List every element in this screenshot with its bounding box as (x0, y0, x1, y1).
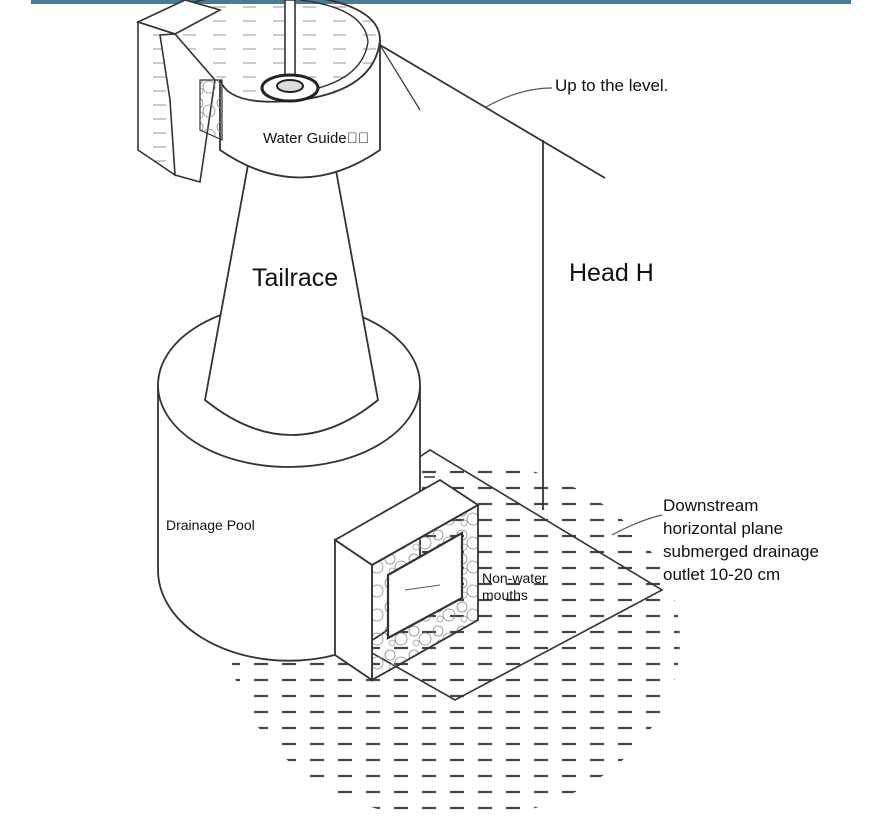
leader-lines (485, 87, 663, 536)
water-guide-tank (135, 0, 381, 184)
downstream-note-label: Downstream horizontal plane submerged dr… (663, 496, 819, 585)
water-guide-label: Water Guide   (263, 130, 370, 147)
level-lines (379, 44, 606, 510)
tailrace-label: Tailrace (252, 264, 339, 292)
top-accent-bar (31, 0, 851, 4)
drainage-pool-label: Drainage Pool (166, 517, 255, 533)
up-to-level-label: Up to the level. (555, 76, 669, 95)
outlet-box (333, 478, 480, 682)
non-water-mouths-label: Non-water mouths (482, 570, 547, 603)
tailrace-cone (204, 164, 379, 436)
head-h-label: Head H (569, 259, 654, 287)
